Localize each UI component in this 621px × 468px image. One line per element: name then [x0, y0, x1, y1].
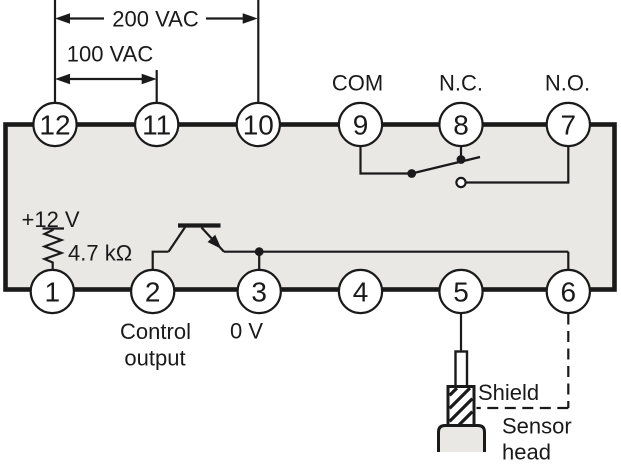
terminal-9: 9 [337, 101, 384, 148]
control-output-label-line1: Control [120, 319, 191, 344]
unit-body [3, 122, 617, 292]
terminal-12: 12 [32, 101, 78, 148]
sensor-head-label-line2: head [502, 440, 551, 465]
terminal-number: 10 [243, 110, 274, 141]
resistor-zigzag [41, 228, 65, 271]
arrow-left-icon [55, 13, 70, 24]
terminal-5: 5 [438, 268, 484, 315]
terminal-row-bottom: 1 2 3 4 5 6 [29, 268, 592, 315]
terminal-number: 11 [142, 110, 171, 141]
connector-pin [454, 350, 469, 388]
terminal-1: 1 [29, 268, 75, 315]
relay-function-labels: COM N.C. N.O. [332, 71, 590, 96]
contact-arm [411, 155, 481, 175]
nc-contact-dot [456, 155, 466, 164]
terminal-4: 4 [337, 268, 384, 315]
resistor-value-label: 4.7 kΩ [68, 241, 132, 266]
extension-lines [53, 0, 260, 105]
com-label: COM [332, 71, 383, 96]
no-wire [465, 146, 570, 184]
shield-link-dashed [476, 313, 570, 410]
sensor-head-drawing: Shield Sensor head [437, 313, 572, 465]
terminal-8: 8 [438, 101, 484, 148]
shield-hatch [448, 386, 474, 427]
transistor-symbol [167, 223, 225, 253]
com-wire [359, 146, 412, 175]
control-output-label-line2: output [124, 346, 185, 371]
control-output-riser [151, 250, 169, 270]
terminal-7: 7 [545, 101, 592, 148]
terminal-number: 9 [353, 110, 369, 141]
relay-contact [359, 146, 570, 189]
emitter-arrow-icon [207, 234, 222, 249]
no-label: N.O. [545, 71, 590, 96]
arrow-right-icon [242, 13, 258, 24]
dimension-100vac-label: 100 VAC [67, 42, 154, 67]
no-contact-circle [455, 176, 467, 189]
terminal-3: 3 [236, 268, 282, 315]
terminal-11: 11 [133, 101, 180, 148]
dimension-100vac: 100 VAC [55, 42, 157, 85]
terminal-number: 2 [145, 277, 161, 308]
terminal-number: 4 [353, 277, 369, 308]
terminal-number: 1 [45, 277, 61, 308]
zero-volt-label: 0 V [230, 319, 263, 344]
terminal-number: 3 [251, 277, 267, 308]
terminal-number: 5 [453, 277, 469, 308]
terminal-2: 2 [129, 268, 176, 315]
terminal-number: 8 [453, 110, 469, 141]
dimension-200vac-label: 200 VAC [112, 7, 199, 32]
shield-label: Shield [478, 380, 539, 405]
resistor-symbol [41, 227, 65, 271]
transistor-collector [167, 226, 186, 253]
pivot-dot [407, 169, 417, 178]
terminal-number: 12 [39, 110, 70, 141]
dimension-200vac: 200 VAC [55, 7, 258, 32]
terminal-10: 10 [235, 101, 281, 148]
nc-label: N.C. [439, 71, 483, 96]
pullup-circuit: +12 V 4.7 kΩ [22, 207, 132, 271]
sensor-head-body [437, 424, 486, 452]
terminal-number: 7 [561, 110, 577, 141]
arrow-left-icon [55, 73, 70, 85]
output-circuit [151, 223, 570, 271]
arrow-right-icon [141, 73, 157, 85]
terminal-row-top: 12 11 10 9 8 7 [32, 101, 592, 148]
sensor-head-label-line1: Sensor [502, 414, 572, 439]
terminal-6: 6 [545, 268, 592, 315]
terminal-number: 6 [561, 277, 577, 308]
terminal-function-labels: Control output 0 V [120, 319, 263, 371]
